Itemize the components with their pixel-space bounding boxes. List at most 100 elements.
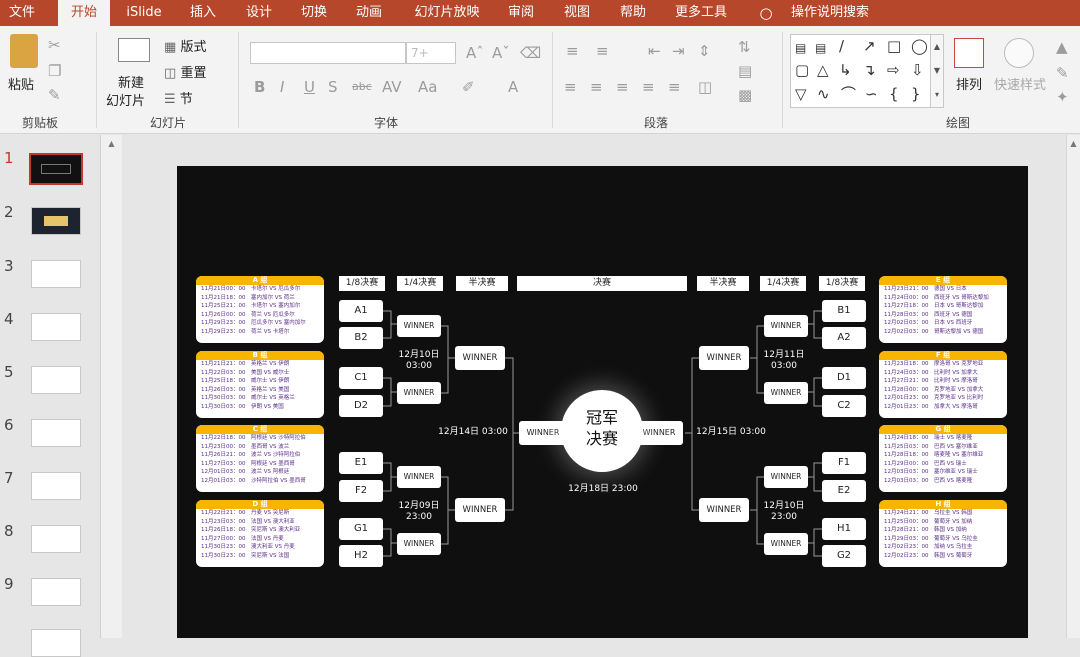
- shape-fill-icon[interactable]: ▲: [1056, 38, 1068, 56]
- down-arrow-icon[interactable]: ⇩: [911, 61, 924, 79]
- group-title: E 组: [879, 276, 1007, 285]
- cut-icon[interactable]: ✂: [48, 36, 61, 54]
- arc-icon[interactable]: ⌒: [841, 85, 857, 103]
- text-direction-icon[interactable]: ⇅: [738, 38, 751, 56]
- winner-box: WINNER: [455, 346, 505, 370]
- align-right-icon[interactable]: ≡: [616, 78, 629, 96]
- vertical-textbox-icon[interactable]: ▤: [815, 41, 827, 55]
- arrange-button[interactable]: 排列: [956, 78, 983, 93]
- tab-insert[interactable]: 插入: [189, 5, 216, 20]
- tab-file[interactable]: 文件: [8, 5, 35, 20]
- smartart-icon[interactable]: ▩: [738, 86, 753, 104]
- align-center-icon[interactable]: ≡: [590, 78, 603, 96]
- triangle-icon[interactable]: △: [817, 61, 829, 79]
- tab-transitions[interactable]: 切换: [300, 5, 327, 20]
- tab-view[interactable]: 视图: [563, 5, 590, 20]
- char-spacing-icon[interactable]: AV: [382, 78, 402, 96]
- arrange-icon[interactable]: [954, 38, 984, 68]
- right-arrow-icon[interactable]: ⇨: [887, 61, 900, 79]
- slide-thumbnail-9[interactable]: [31, 578, 81, 606]
- curve-icon[interactable]: ∽: [865, 85, 878, 103]
- slide-thumbnail-3[interactable]: [31, 260, 81, 288]
- slide-canvas[interactable]: 1/8决赛 1/4决赛 半决赛 决赛 半决赛 1/4决赛 1/8决赛 A 组 1…: [177, 166, 1028, 638]
- font-name-dropdown[interactable]: [250, 42, 406, 64]
- slide-thumbnail-5[interactable]: [31, 366, 81, 394]
- gallery-scroll[interactable]: ▲▼▾: [930, 34, 944, 108]
- format-painter-icon[interactable]: ✎: [48, 86, 61, 104]
- scroll-up-icon[interactable]: ▲: [1070, 139, 1077, 148]
- change-case-icon[interactable]: Aa: [418, 78, 438, 96]
- columns-icon[interactable]: ◫: [698, 78, 713, 96]
- freeform-icon[interactable]: ▽: [795, 85, 807, 103]
- paste-icon[interactable]: [10, 34, 38, 68]
- font-size-dropdown[interactable]: 7+: [406, 42, 456, 64]
- shape-effects-icon[interactable]: ✦: [1056, 88, 1069, 106]
- numbering-icon[interactable]: ≡: [596, 42, 609, 60]
- tab-home[interactable]: 开始: [58, 0, 110, 26]
- left-brace-icon[interactable]: {: [889, 85, 899, 103]
- right-brace-icon[interactable]: }: [911, 85, 921, 103]
- shadow-icon[interactable]: S: [328, 78, 338, 96]
- shapes-gallery[interactable]: ▤ ▤ ∕ ↗ □ ◯ ▢ △ ↳ ↴ ⇨ ⇩ ▽ ∿ ⌒ ∽ { }: [790, 34, 944, 108]
- thumbnail-scrollbar[interactable]: ▲: [100, 135, 122, 638]
- underline-icon[interactable]: U: [304, 78, 315, 96]
- bold-icon[interactable]: B: [254, 78, 266, 96]
- rounded-rect-icon[interactable]: ▢: [795, 61, 810, 79]
- elbow-arrow-icon[interactable]: ↴: [863, 61, 876, 79]
- team-box: E1: [339, 452, 383, 474]
- arrow-line-icon[interactable]: ↗: [863, 37, 876, 55]
- slide-thumbnail-10[interactable]: [31, 629, 81, 657]
- strikethrough-icon[interactable]: abc: [352, 80, 372, 93]
- quick-styles-icon[interactable]: [1004, 38, 1034, 68]
- line-spacing-icon[interactable]: ⇕: [698, 42, 711, 60]
- textbox-icon[interactable]: ▤: [795, 41, 807, 55]
- paste-button[interactable]: 粘贴: [8, 78, 35, 93]
- rectangle-icon[interactable]: □: [887, 37, 902, 55]
- shape-outline-icon[interactable]: ✎: [1056, 64, 1069, 82]
- decrease-font-icon[interactable]: Aˇ: [492, 44, 510, 62]
- decrease-indent-icon[interactable]: ⇤: [648, 42, 661, 60]
- winner-box: WINNER: [455, 498, 505, 522]
- tab-help[interactable]: 帮助: [619, 5, 646, 20]
- tab-animations[interactable]: 动画: [355, 5, 382, 20]
- slide-thumbnail-6[interactable]: [31, 419, 81, 447]
- tab-slideshow[interactable]: 幻灯片放映: [414, 5, 480, 20]
- slide-thumbnail-2[interactable]: [31, 207, 81, 235]
- align-left-icon[interactable]: ≡: [564, 78, 577, 96]
- font-color-icon[interactable]: A: [508, 78, 519, 96]
- lightbulb-icon[interactable]: ○: [759, 4, 773, 22]
- new-slide-label[interactable]: 新建: [118, 76, 145, 91]
- justify-icon[interactable]: ≡: [642, 78, 655, 96]
- layout-button[interactable]: 版式: [180, 40, 207, 55]
- distributed-icon[interactable]: ≡: [668, 78, 681, 96]
- slide-thumbnail-8[interactable]: [31, 525, 81, 553]
- section-button[interactable]: 节: [179, 92, 193, 107]
- quick-styles-button[interactable]: 快速样式: [994, 78, 1047, 93]
- slide-thumbnail-4[interactable]: [31, 313, 81, 341]
- align-text-icon[interactable]: ▤: [738, 62, 753, 80]
- slide-thumbnail-7[interactable]: [31, 472, 81, 500]
- tab-review[interactable]: 审阅: [507, 5, 534, 20]
- scroll-up-icon[interactable]: ▲: [108, 139, 115, 148]
- scribble-icon[interactable]: ∿: [817, 85, 830, 103]
- highlight-icon[interactable]: ✐: [462, 78, 475, 96]
- reset-icon: ◫: [164, 66, 177, 81]
- canvas-scrollbar[interactable]: ▲: [1066, 135, 1080, 638]
- reset-button[interactable]: 重置: [180, 66, 207, 81]
- oval-icon[interactable]: ◯: [911, 37, 928, 55]
- tab-design[interactable]: 设计: [245, 5, 272, 20]
- increase-indent-icon[interactable]: ⇥: [672, 42, 685, 60]
- increase-font-icon[interactable]: Aˆ: [466, 44, 484, 62]
- clear-format-icon[interactable]: ⌫: [520, 44, 542, 62]
- new-slide-icon[interactable]: [118, 38, 150, 62]
- tell-me-search[interactable]: 操作说明搜索: [790, 5, 869, 20]
- italic-icon[interactable]: I: [280, 78, 285, 96]
- slide-thumbnail-1[interactable]: [29, 153, 83, 185]
- tab-more-tools[interactable]: 更多工具: [674, 5, 727, 20]
- copy-icon[interactable]: ❐: [48, 62, 62, 80]
- line-shape-icon[interactable]: ∕: [839, 37, 845, 55]
- elbow-connector-icon[interactable]: ↳: [839, 61, 852, 79]
- bullets-icon[interactable]: ≡: [566, 42, 579, 60]
- tab-islide[interactable]: iSlide: [126, 5, 162, 20]
- new-slide-label-2[interactable]: 幻灯片: [106, 94, 146, 109]
